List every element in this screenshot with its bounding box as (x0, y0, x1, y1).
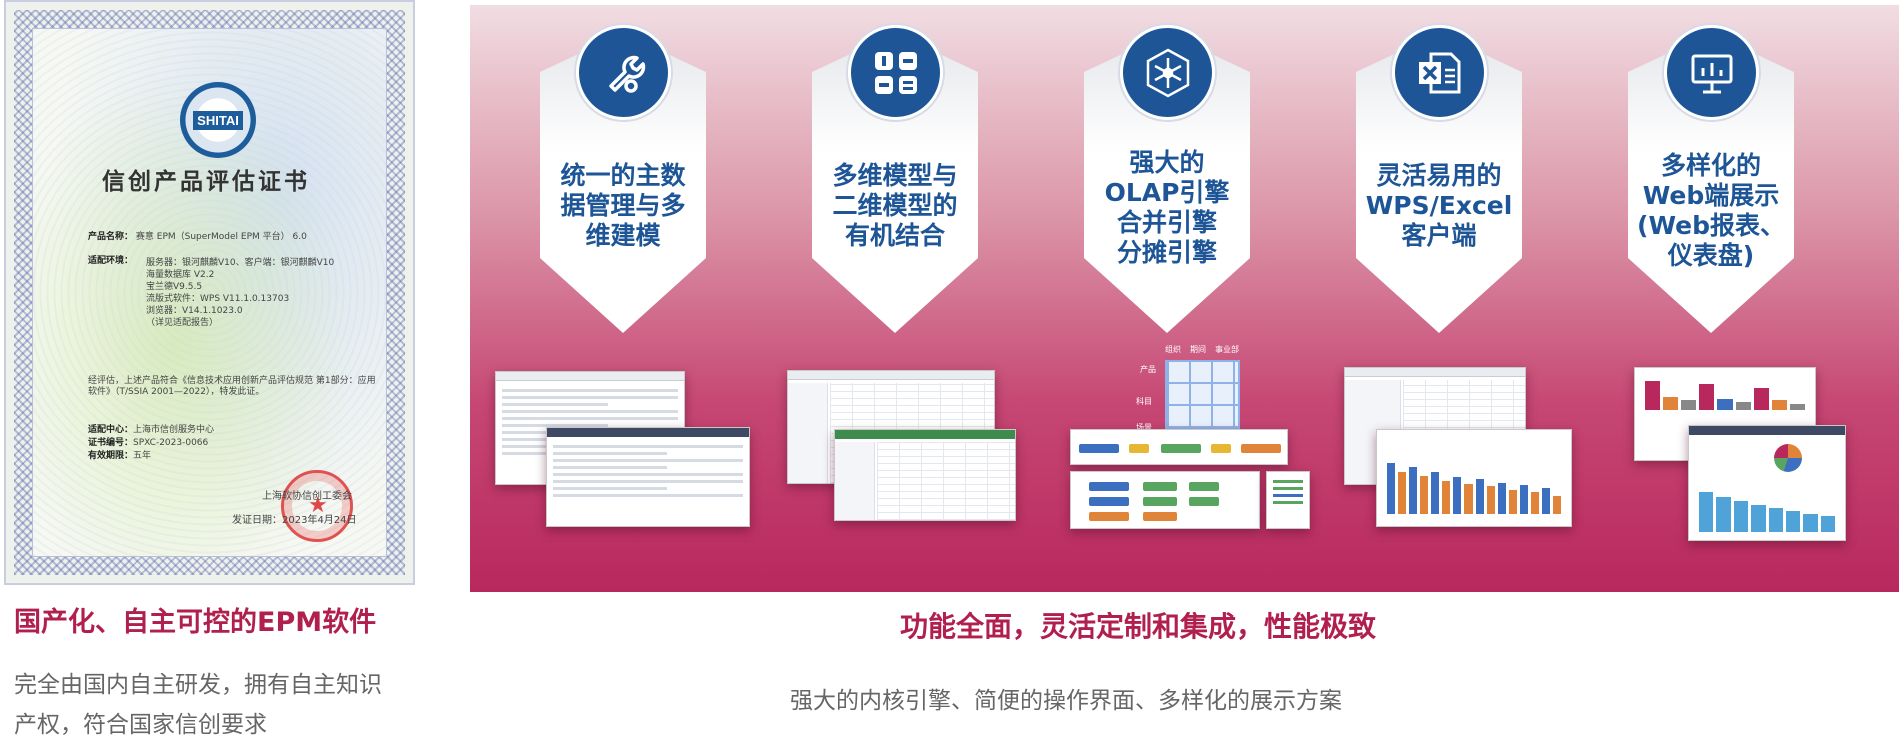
wrench-gear-icon (576, 25, 671, 120)
cert-product-row: 产品名称： 赛意 EPM（SuperModel EPM 平台） 6.0 (88, 232, 307, 243)
cert-env-line: （详见适配报告） (146, 318, 219, 328)
cert-env-line: 服务器：银河麒麟V10、客户端：银河麒麟V10 (146, 258, 335, 268)
cert-issue-date: 发证日期：2023年4月24日 (232, 515, 357, 526)
shitai-logo: SHITAI (180, 82, 256, 158)
banner-description: 强大的内核引擎、简便的操作界面、多样化的展示方案 (790, 688, 1342, 714)
cube-label-division: 事业部 (1215, 345, 1239, 354)
screenshot-model-grid (787, 370, 995, 484)
red-stamp-icon (281, 470, 353, 542)
cert-env-line: 流版式软件：WPS V11.1.0.13703 (146, 294, 290, 304)
cert-env-line: 浏览器：V14.1.1023.0 (146, 306, 243, 316)
screenshot-engine-flow (1070, 429, 1288, 465)
screenshot-excel-chart (1376, 429, 1572, 527)
feature-title: 灵活易用的 WPS/Excel 客户端 (1365, 161, 1513, 250)
screenshot-side-legend (1266, 471, 1310, 529)
cube-label-account: 科目 (1136, 397, 1152, 406)
cert-validity-row: 有效期限：五年 (88, 451, 152, 461)
left-description: 完全由国内自主研发，拥有自主知识产权，符合国家信创要求 (14, 672, 382, 738)
excel-document-icon (1392, 25, 1487, 120)
screenshot-dimension-tree (546, 427, 750, 527)
feature-title: 多样化的 Web端展示 (Web报表、 仪表盘) (1637, 151, 1785, 270)
certificate-image: SHITAI 信创产品评估证书 产品名称： 赛意 EPM（SuperModel … (4, 0, 415, 585)
cert-product-label: 产品名称： (88, 232, 134, 242)
screenshot-allocation-flow (1070, 471, 1260, 529)
feature-title: 强大的 OLAP引擎 合并引擎 分摊引擎 (1104, 148, 1230, 267)
network-hub-icon (1120, 25, 1215, 120)
certificate-title: 信创产品评估证书 (102, 169, 310, 195)
presentation-board-icon (1664, 25, 1759, 120)
feature-title: 统一的主数 据管理与多 维建模 (560, 161, 686, 250)
cube-label-product: 产品 (1140, 365, 1156, 374)
feature-banner: 统一的主数 据管理与多 维建模 多维模型与 二维模型的 有机结合 (470, 5, 1899, 592)
olap-cube-diagram (1165, 360, 1240, 430)
cube-label-scenario: 场景 (1136, 423, 1152, 432)
screenshot-web-dashboard (1688, 425, 1846, 541)
feature-title: 多维模型与 二维模型的 有机结合 (832, 161, 958, 250)
cube-label-period: 期间 (1190, 345, 1206, 354)
cube-label-organization: 组织 (1165, 345, 1181, 354)
cert-center-row: 适配中心：上海市信创服务中心 (88, 425, 215, 435)
cert-env-line: 海量数据库 V2.2 (146, 270, 215, 280)
cert-env-label: 适配环境： (88, 256, 134, 266)
cert-assessment-text: 经评估，上述产品符合《信息技术应用创新产品评估规范 第1部分：应用软件》（T/S… (88, 376, 376, 398)
cert-product-value: 赛意 EPM（SuperModel EPM 平台） 6.0 (135, 232, 307, 242)
shitai-logo-text: SHITAI (193, 110, 243, 130)
calculator-icon (848, 25, 943, 120)
cert-issuer: 上海软协信创工委会 (262, 491, 352, 502)
cert-number-row: 证书编号：SPXC-2023-0066 (88, 438, 209, 448)
screenshot-model-form (834, 429, 1016, 521)
left-heading: 国产化、自主可控的EPM软件 (14, 607, 377, 638)
cert-env-line: 宝兰德V9.5.5 (146, 282, 203, 292)
banner-heading: 功能全面，灵活定制和集成，性能极致 (900, 610, 1377, 643)
